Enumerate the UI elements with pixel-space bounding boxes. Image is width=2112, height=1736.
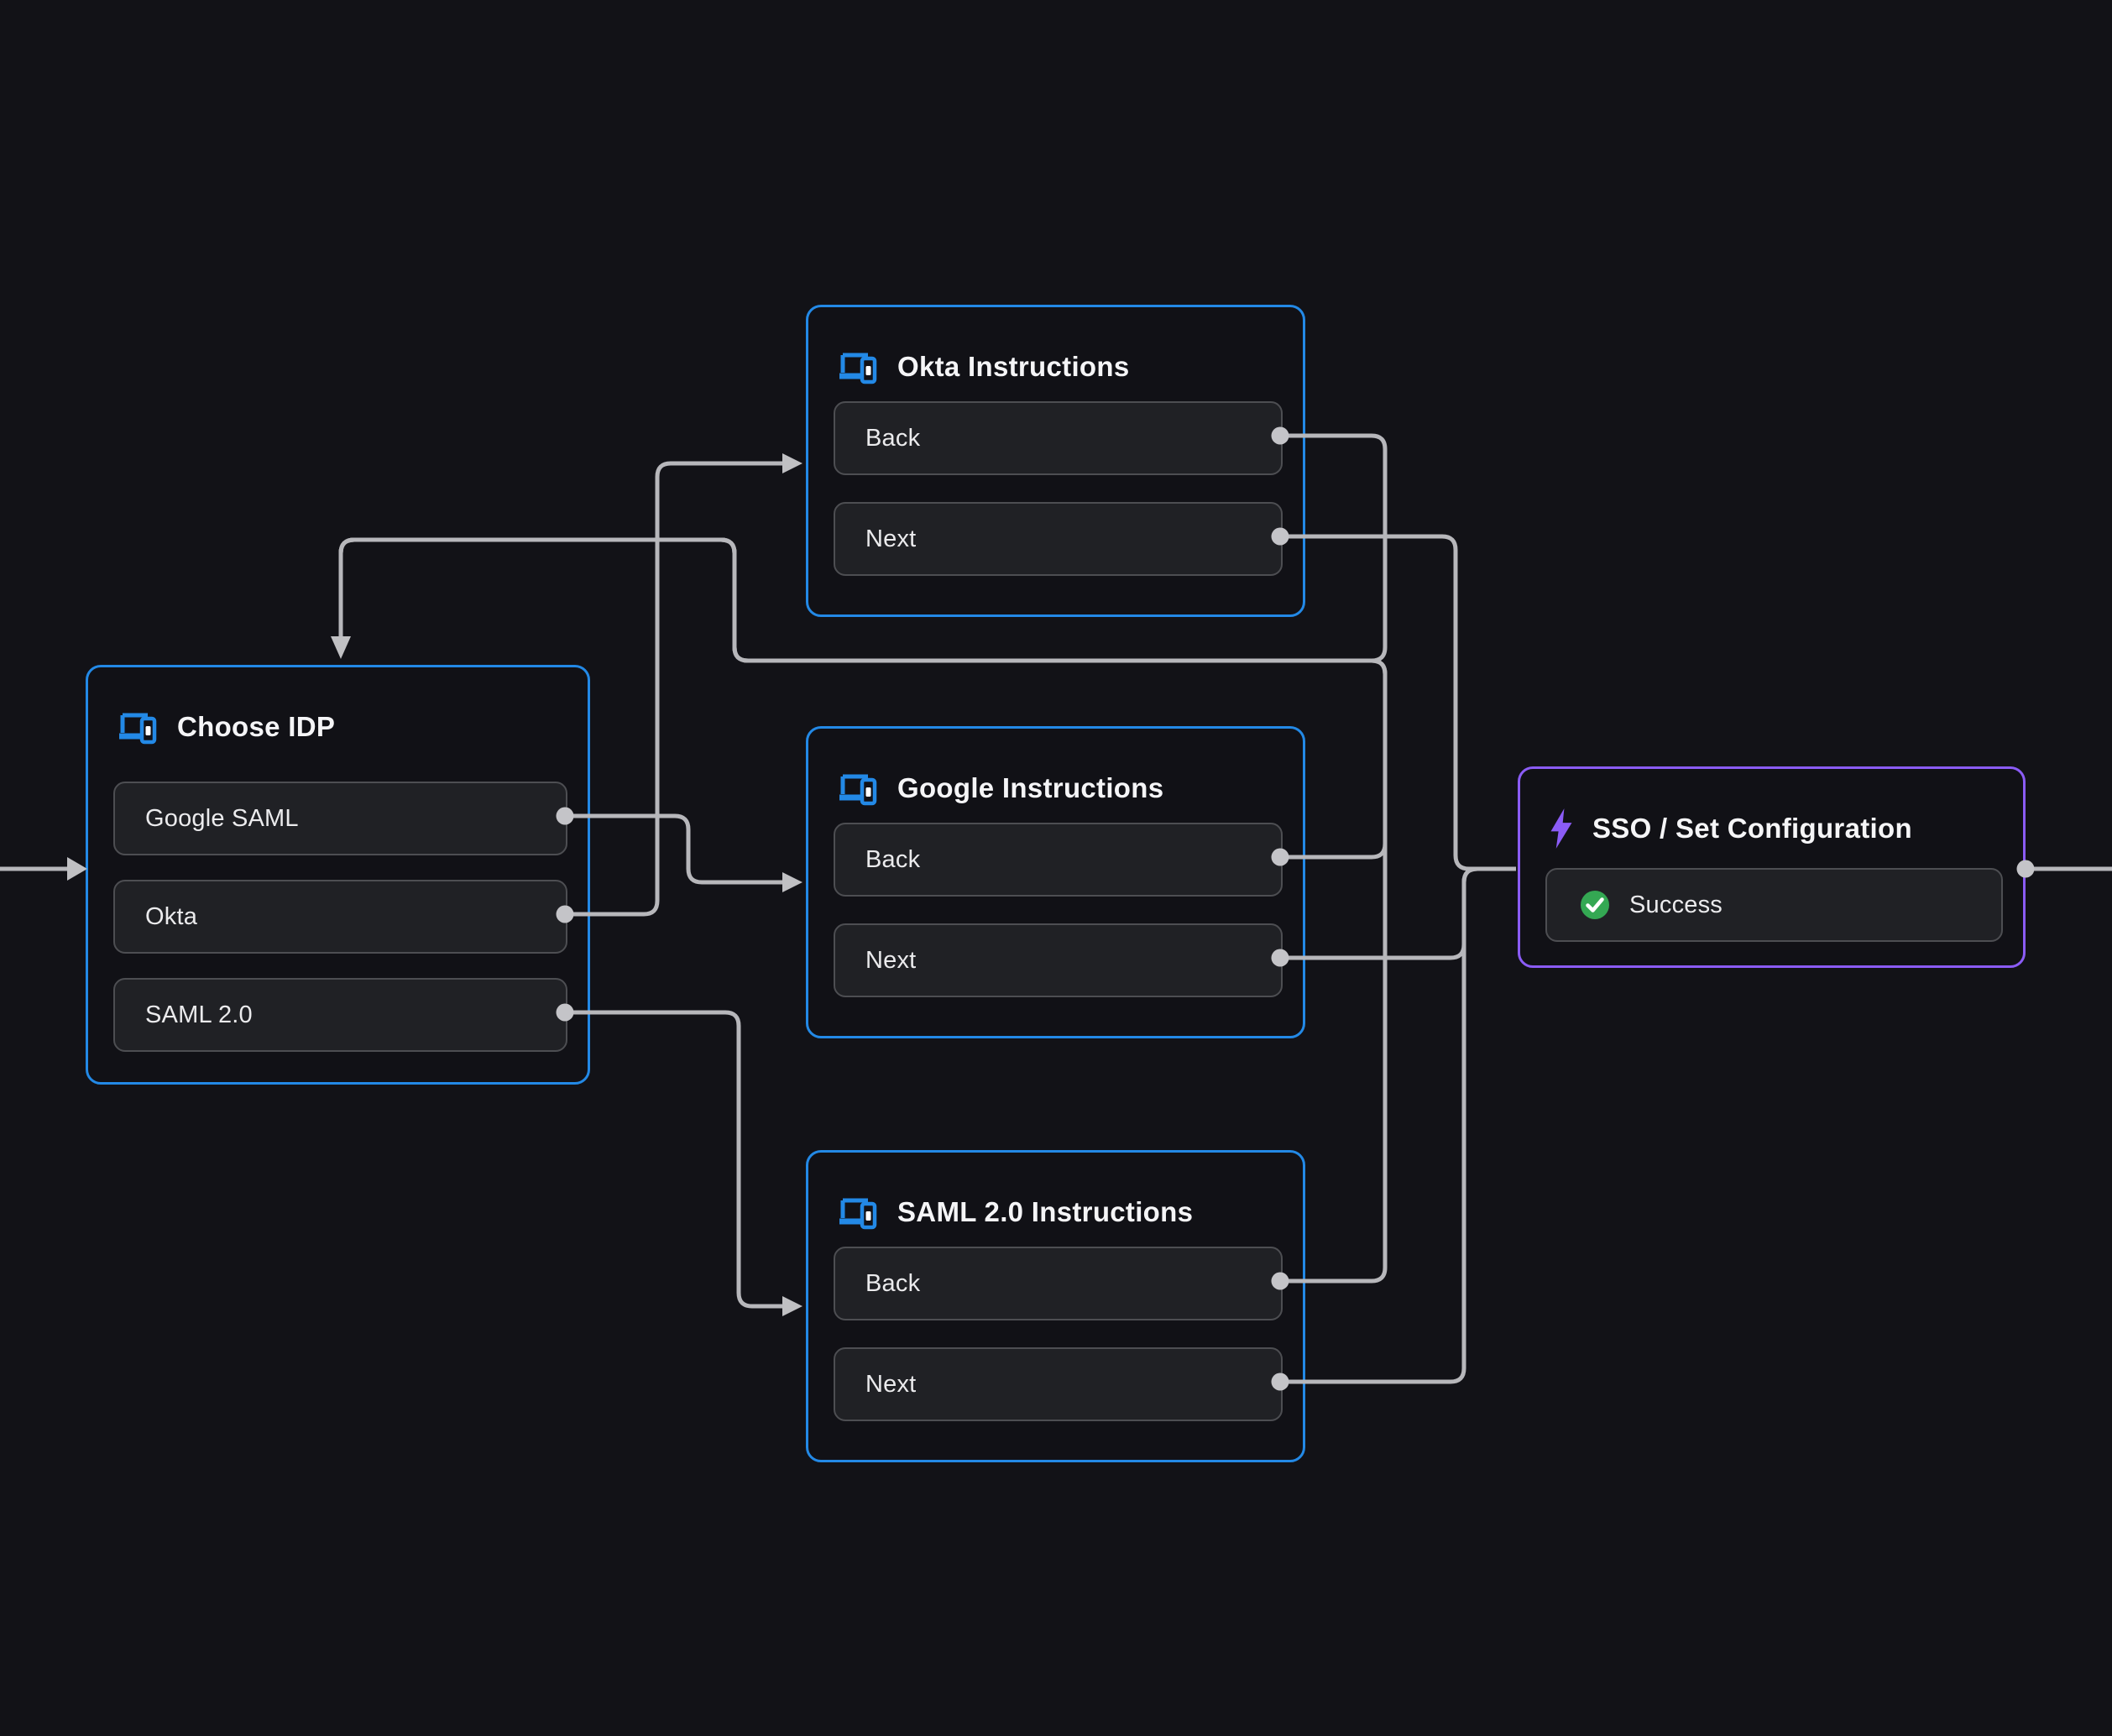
okta-next-button[interactable]: Next bbox=[834, 502, 1283, 576]
node-header: Okta Instructions bbox=[837, 346, 1129, 388]
lightning-icon bbox=[1549, 808, 1574, 850]
check-circle-icon bbox=[1577, 887, 1613, 923]
node-header: Google Instructions bbox=[837, 767, 1163, 809]
arrowhead-into-google-instructions bbox=[782, 872, 802, 892]
node-title: Okta Instructions bbox=[897, 351, 1130, 382]
devices-icon bbox=[837, 770, 879, 807]
sso-success-status[interactable]: Success bbox=[1545, 868, 2003, 942]
saml-back-button[interactable]: Back bbox=[834, 1247, 1283, 1320]
idp-option-saml-2-0[interactable]: SAML 2.0 bbox=[113, 978, 567, 1052]
node-header: SSO / Set Configuration bbox=[1549, 808, 1912, 850]
item-label: Back bbox=[865, 1269, 921, 1297]
item-label: Back bbox=[865, 424, 921, 452]
status-label: Success bbox=[1629, 891, 1723, 918]
devices-icon bbox=[117, 709, 159, 745]
edge-saml-option-to-saml-instructions bbox=[565, 1010, 782, 1309]
item-label: Back bbox=[865, 845, 921, 873]
edge-okta-next-to-sso bbox=[1280, 534, 1516, 871]
node-title: SAML 2.0 Instructions bbox=[897, 1196, 1194, 1227]
edge-okta-option-to-okta-instructions bbox=[565, 461, 782, 917]
arrowhead-into-choose-idp-left bbox=[67, 857, 87, 881]
node-okta-instructions[interactable]: Okta Instructions Back Next bbox=[806, 305, 1305, 617]
node-header: SAML 2.0 Instructions bbox=[837, 1191, 1193, 1233]
item-label: Next bbox=[865, 946, 917, 974]
edge-google-next-to-sso bbox=[1280, 866, 1516, 960]
node-saml-2-0-instructions[interactable]: SAML 2.0 Instructions Back Next bbox=[806, 1150, 1305, 1462]
arrowhead-into-choose-idp-top bbox=[331, 636, 351, 659]
node-sso-set-configuration[interactable]: SSO / Set Configuration Success bbox=[1518, 766, 2026, 968]
saml-next-button[interactable]: Next bbox=[834, 1347, 1283, 1421]
edge-google-option-to-google-instructions bbox=[565, 813, 782, 885]
item-label: Google SAML bbox=[145, 804, 299, 832]
arrowhead-into-saml-instructions bbox=[782, 1296, 802, 1316]
google-back-button[interactable]: Back bbox=[834, 823, 1283, 897]
edge-saml-next-to-sso bbox=[1280, 866, 1516, 1384]
arrowhead-into-okta-instructions bbox=[782, 453, 802, 473]
okta-back-button[interactable]: Back bbox=[834, 401, 1283, 475]
node-title: Google Instructions bbox=[897, 772, 1164, 803]
node-choose-idp[interactable]: Choose IDP Google SAML Okta SAML 2.0 bbox=[86, 665, 590, 1085]
node-header: Choose IDP bbox=[117, 706, 335, 748]
idp-option-google-saml[interactable]: Google SAML bbox=[113, 782, 567, 855]
node-title: Choose IDP bbox=[177, 711, 336, 742]
node-title: SSO / Set Configuration bbox=[1592, 813, 1912, 844]
google-next-button[interactable]: Next bbox=[834, 923, 1283, 997]
devices-icon bbox=[837, 1194, 879, 1231]
item-label: Next bbox=[865, 525, 917, 552]
item-label: Next bbox=[865, 1370, 917, 1398]
node-google-instructions[interactable]: Google Instructions Back Next bbox=[806, 726, 1305, 1038]
item-label: SAML 2.0 bbox=[145, 1001, 253, 1028]
devices-icon bbox=[837, 348, 879, 385]
idp-option-okta[interactable]: Okta bbox=[113, 880, 567, 954]
item-label: Okta bbox=[145, 902, 198, 930]
